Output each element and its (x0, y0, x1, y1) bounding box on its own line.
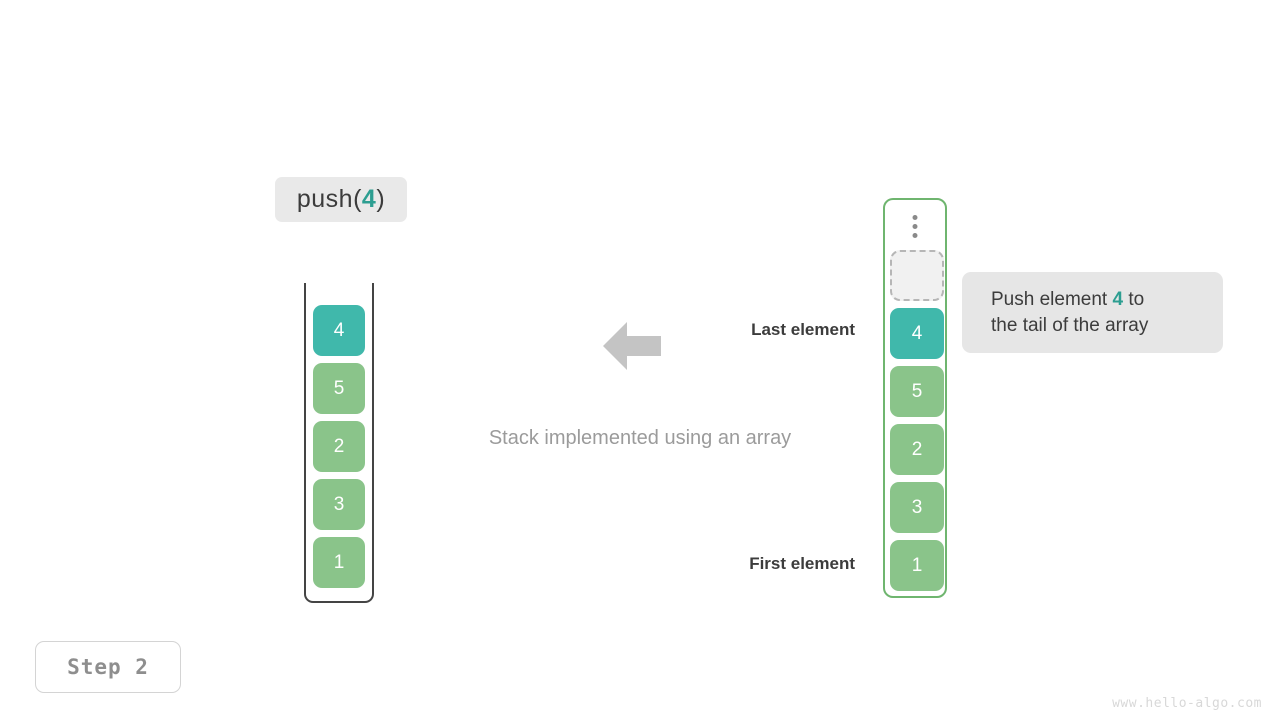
explanation-text: Push element 4 to the tail of the array (991, 287, 1148, 339)
vertical-ellipsis-icon (912, 215, 918, 238)
last-element-label: Last element (751, 320, 855, 339)
operation-value: 4 (361, 185, 377, 213)
ellipsis-dot (912, 233, 918, 238)
explanation-line2: the tail of the array (991, 314, 1149, 336)
watermark: www.hello-algo.com (1112, 696, 1262, 711)
stack-cell-list: 4 5 2 3 1 (313, 305, 365, 595)
stack-cell: 1 (313, 537, 365, 588)
first-element-label: First element (749, 554, 855, 573)
array-empty-slot (890, 250, 944, 301)
explanation-tooltip: Push element 4 to the tail of the array (962, 272, 1223, 353)
stack-cell: 3 (313, 479, 365, 530)
operation-prefix: push( (296, 185, 362, 213)
stack-frame (304, 283, 374, 603)
explanation-line1-prefix: Push element (991, 288, 1113, 310)
array-container: 4 5 2 3 1 (883, 198, 947, 598)
array-cell: 5 (890, 366, 944, 417)
arrow-left-icon (603, 322, 661, 370)
stack-cell: 4 (313, 305, 365, 356)
stack-container: 4 5 2 3 1 (304, 283, 374, 603)
array-cell: 1 (890, 540, 944, 591)
operation-label: push(4) (275, 177, 407, 222)
ellipsis-dot (912, 224, 918, 229)
explanation-line1-suffix: to (1123, 288, 1145, 310)
array-cell-list: 4 5 2 3 1 (890, 250, 944, 598)
explanation-value: 4 (1112, 288, 1124, 310)
array-cell: 3 (890, 482, 944, 533)
array-cell: 2 (890, 424, 944, 475)
stack-cell: 2 (313, 421, 365, 472)
operation-suffix: ) (376, 185, 386, 213)
stack-cell: 5 (313, 363, 365, 414)
ellipsis-dot (912, 215, 918, 220)
step-badge: Step 2 (35, 641, 181, 693)
array-cell: 4 (890, 308, 944, 359)
diagram-caption: Stack implemented using an array (488, 427, 792, 449)
